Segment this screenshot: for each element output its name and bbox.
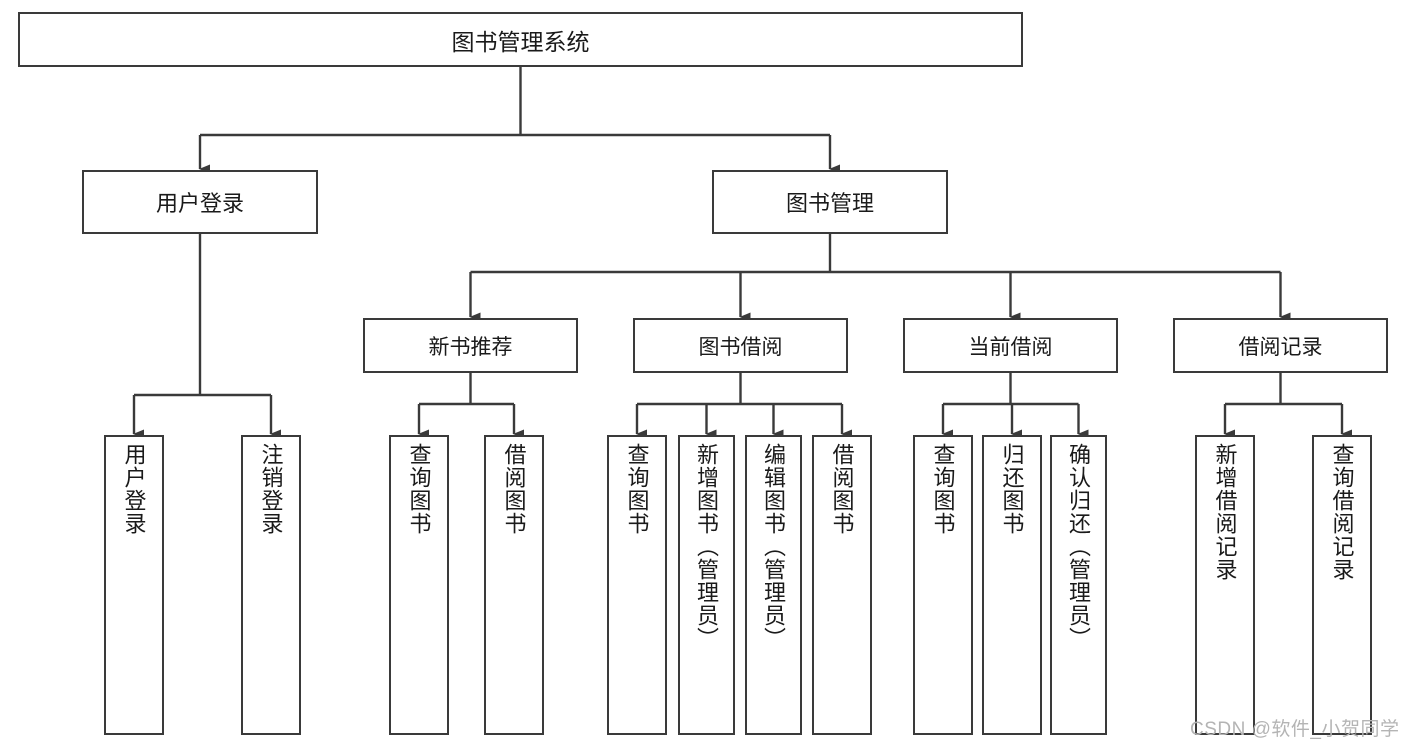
node-leaf-9[interactable]: 归还图书	[982, 435, 1042, 735]
node-label: 用户登录	[121, 443, 147, 535]
node-leaf-8[interactable]: 查询图书	[913, 435, 973, 735]
node-level2-2[interactable]: 当前借阅	[903, 318, 1118, 373]
node-label: 查询图书	[930, 443, 956, 535]
node-label: 归还图书	[999, 443, 1025, 535]
node-level1-0[interactable]: 用户登录	[82, 170, 318, 234]
node-level2-1[interactable]: 图书借阅	[633, 318, 848, 373]
node-label: 注销登录	[258, 443, 284, 535]
node-leaf-7[interactable]: 借阅图书	[812, 435, 872, 735]
node-leaf-2[interactable]: 查询图书	[389, 435, 449, 735]
node-label: 新增图书（管理员）	[694, 443, 720, 650]
node-level2-0[interactable]: 新书推荐	[363, 318, 578, 373]
node-label: 查询图书	[624, 443, 650, 535]
node-leaf-10[interactable]: 确认归还（管理员）	[1050, 435, 1107, 735]
node-label: 查询图书	[406, 443, 432, 535]
node-label: 图书管理系统	[451, 28, 590, 55]
node-leaf-1[interactable]: 注销登录	[241, 435, 301, 735]
node-label: 新书推荐	[428, 335, 513, 359]
node-level2-3[interactable]: 借阅记录	[1173, 318, 1388, 373]
node-root-图书管理系统[interactable]: 图书管理系统	[18, 12, 1023, 67]
node-label: 借阅图书	[829, 443, 855, 535]
node-label: 图书借阅	[698, 335, 783, 359]
node-leaf-5[interactable]: 新增图书（管理员）	[678, 435, 735, 735]
node-label: 借阅记录	[1238, 335, 1323, 359]
node-leaf-4[interactable]: 查询图书	[607, 435, 667, 735]
node-label: 编辑图书（管理员）	[761, 443, 787, 650]
node-label: 用户登录	[155, 191, 244, 216]
node-level1-1[interactable]: 图书管理	[712, 170, 948, 234]
node-label: 新增借阅记录	[1212, 443, 1238, 581]
node-leaf-12[interactable]: 查询借阅记录	[1312, 435, 1372, 735]
node-label: 图书管理	[785, 191, 874, 216]
node-label: 借阅图书	[501, 443, 527, 535]
watermark: CSDN @软件_小贺同学	[1190, 719, 1400, 740]
node-leaf-11[interactable]: 新增借阅记录	[1195, 435, 1255, 735]
node-label: 当前借阅	[968, 335, 1053, 359]
node-leaf-3[interactable]: 借阅图书	[484, 435, 544, 735]
node-label: 确认归还（管理员）	[1066, 443, 1092, 650]
node-label: 查询借阅记录	[1329, 443, 1355, 581]
node-leaf-0[interactable]: 用户登录	[104, 435, 164, 735]
node-leaf-6[interactable]: 编辑图书（管理员）	[745, 435, 802, 735]
